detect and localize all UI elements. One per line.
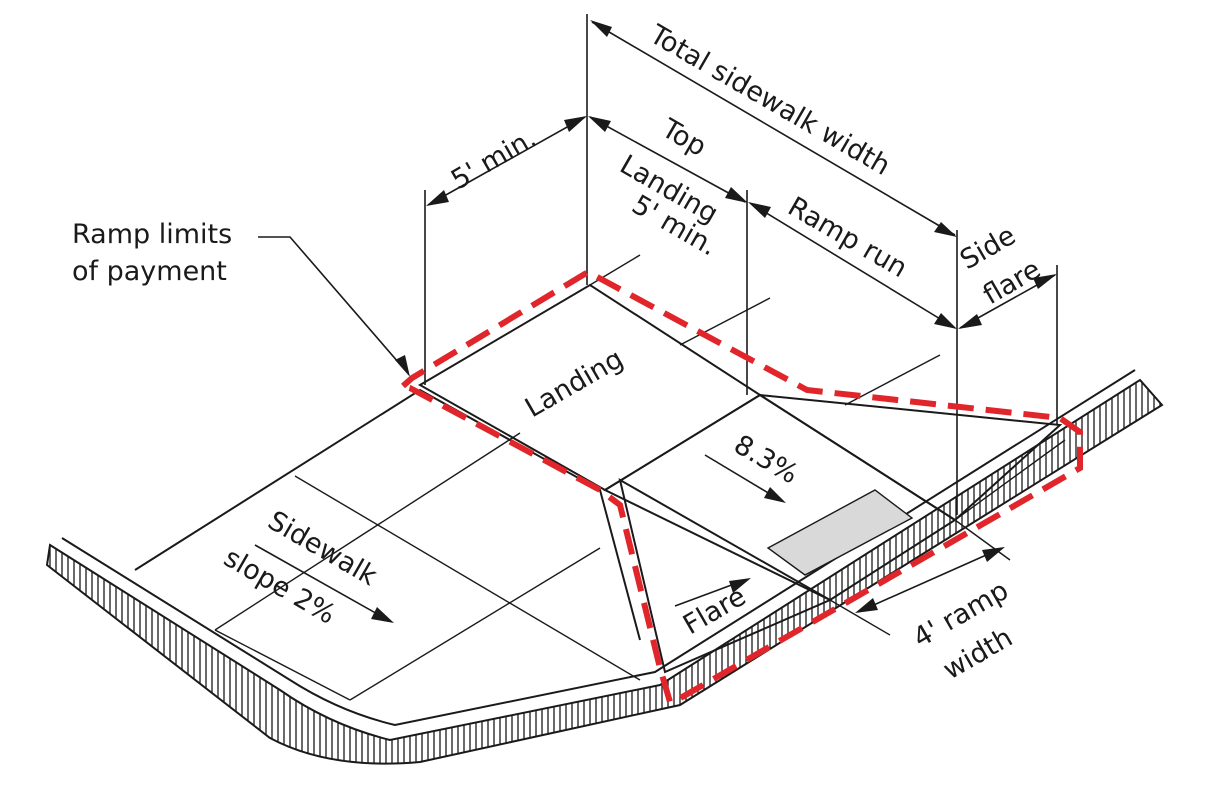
arrow-run-start (748, 202, 771, 218)
arrow-landing-end (725, 187, 748, 203)
slope-arrow-sidewalk (254, 544, 389, 621)
sidewalk-edge (134, 388, 641, 641)
label-ramp-limits-1: Ramp limits (72, 219, 232, 250)
flare-arrowhead (729, 578, 751, 593)
label-five-min: 5' min. (446, 123, 542, 196)
ramp-limits-leader (258, 236, 406, 371)
arrow-total-end (934, 222, 957, 237)
dim-five-min (427, 116, 586, 206)
ext-line-run-diag2 (844, 354, 941, 406)
arrow-width-start (855, 598, 878, 613)
ext-line-width-2 (954, 519, 1011, 561)
label-ramp-limits-2: of payment (72, 256, 227, 287)
arrow-width-end (982, 547, 1005, 562)
sidewalk-joint-1 (214, 432, 521, 631)
arrow-five-end (564, 116, 587, 132)
label-slope-ramp: 8.3% (729, 429, 804, 490)
label-total-sidewalk-width: Total sidewalk width (644, 19, 896, 182)
dim-total-width (591, 21, 956, 236)
slope-arrowhead-ramp (764, 487, 786, 503)
ext-line-width-1 (829, 599, 891, 636)
dim-ramp-run (749, 202, 956, 329)
sidewalk-joint-4 (214, 629, 351, 701)
arrow-five-start (426, 190, 449, 206)
slope-arrowhead-sidewalk (371, 607, 394, 623)
curb-top-edge (61, 369, 1136, 727)
curb (45, 378, 1164, 765)
label-flare-area: Flare (678, 581, 751, 641)
right-flare-base (954, 439, 1066, 521)
dim-top-landing (589, 116, 746, 203)
left-flare (618, 477, 833, 674)
arrow-total-start (590, 20, 612, 37)
sidewalk-joint-3 (349, 547, 601, 701)
detectable-warning (766, 489, 914, 576)
payment-limit-boundary (396, 268, 1083, 706)
arrow-leader (395, 355, 410, 377)
label-landing-area: Landing (520, 343, 629, 424)
right-flare (759, 394, 1063, 522)
arrow-landing-start (588, 116, 611, 132)
dim-ramp-width (857, 547, 1003, 613)
arrow-flare-end (1033, 274, 1057, 289)
arrow-run-end (934, 313, 957, 329)
label-ramp-run: Ramp run (783, 191, 913, 284)
ext-line-run-diag1 (679, 297, 771, 346)
arrow-flare-start (958, 314, 982, 329)
label-top: Top (656, 113, 712, 163)
sidewalk-joint-2 (294, 475, 641, 681)
